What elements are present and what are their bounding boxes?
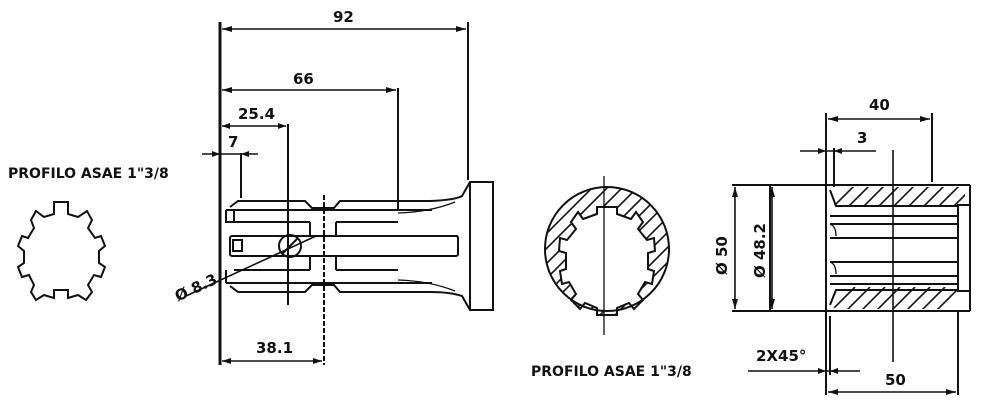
- ring-hatching: [544, 187, 669, 315]
- dim-66-label: 66: [293, 70, 314, 88]
- dim-bore-diameter-label: Ø 48.2: [751, 223, 769, 278]
- bottom-wall-hatching: [830, 287, 958, 309]
- dim-chamfer-label: 2X45°: [756, 347, 806, 365]
- dim-7-label: 7: [228, 133, 238, 151]
- top-wall-hatching: [830, 187, 965, 207]
- center-profile-group: PROFILO ASAE 1"3/8: [531, 176, 692, 380]
- dim-25-4-label: 25.4: [238, 105, 275, 123]
- spline-profile-shape: [16, 201, 107, 302]
- dim-pin-hole-label: Ø 8.3: [172, 270, 220, 305]
- dim-3-label: 3: [857, 129, 867, 147]
- section-view-group: 40 3: [713, 96, 971, 395]
- dim-92-label: 92: [333, 8, 354, 26]
- dim-38-1-label: 38.1: [256, 339, 293, 357]
- left-profile-title: PROFILO ASAE 1"3/8: [8, 166, 169, 182]
- dim-40-label: 40: [869, 96, 890, 114]
- dim-50-label: 50: [885, 371, 906, 389]
- side-view-group: 92 66 25.4 7: [172, 8, 494, 365]
- center-profile-title: PROFILO ASAE 1"3/8: [531, 364, 692, 380]
- dim-outer-diameter-label: Ø 50: [713, 236, 731, 275]
- left-profile-group: PROFILO ASAE 1"3/8: [8, 166, 169, 302]
